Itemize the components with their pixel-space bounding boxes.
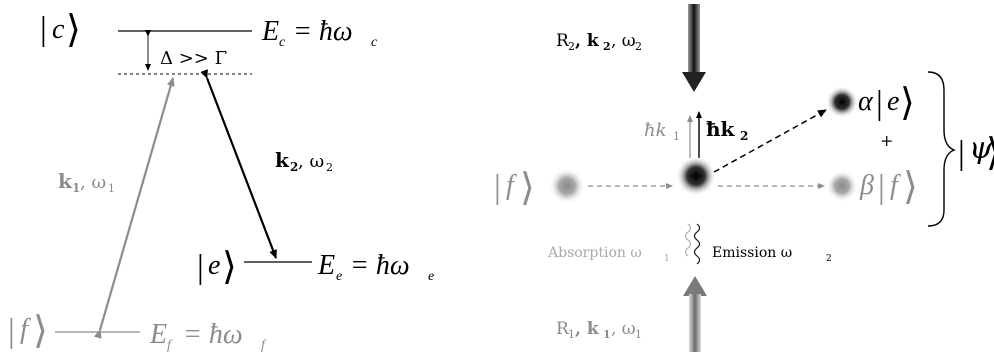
r1-k-sub: 1	[603, 328, 611, 341]
beam1-omega: , ω	[80, 172, 106, 193]
level-e: | e ⟩ E e = ħω e	[197, 244, 434, 288]
r2-k-sub: 2	[603, 40, 611, 53]
psi-ket-bar: |	[958, 135, 965, 172]
r1-R-sub: 1	[568, 328, 575, 341]
r2-label: R 2 , k 2 , ω 2	[556, 31, 642, 53]
beta-f-term: β | f ⟩	[859, 164, 918, 208]
r1-omega: , ω	[611, 319, 636, 339]
r2-k: , k	[575, 31, 600, 51]
hk2-label: ħk 2	[706, 117, 748, 143]
ket-c-label: c	[52, 14, 65, 45]
energy-f-sub: f	[167, 338, 173, 353]
beam-r1-shaft	[689, 294, 701, 352]
atom-initial-f	[549, 168, 585, 204]
energy-c-rhs: = ħω	[293, 16, 353, 47]
ket-e-left-bar: |	[197, 249, 204, 286]
absorption-squiggle	[684, 223, 692, 257]
superposition-brace	[927, 71, 956, 227]
beam2-omega-sub: 2	[326, 161, 333, 174]
dashed-arrow-to-e	[713, 109, 827, 173]
emission-text: Emission ω	[712, 245, 792, 261]
r1-k: , k	[575, 319, 600, 339]
ket-c-left-bar: |	[40, 11, 47, 48]
beam2-k-sub: 2	[290, 160, 298, 174]
beta-coef: β	[859, 170, 874, 201]
absorption-text: Absorption ω	[547, 245, 642, 261]
right-ket-f-label: f	[506, 170, 517, 201]
atom-final-e	[826, 86, 858, 118]
beam1-k-sub: 1	[72, 181, 80, 195]
beta-ket-angle: ⟩	[903, 164, 918, 208]
hk2-sub: 2	[740, 129, 748, 143]
beam-r2-shaft	[688, 4, 700, 74]
right-ket-f-angle: ⟩	[520, 165, 535, 209]
alpha-coef: α	[858, 86, 874, 117]
detuning-label: Δ >> Γ	[160, 48, 227, 69]
psi-ket-angle: ⟩	[986, 130, 994, 174]
beam-r2-head	[682, 72, 706, 92]
plus-sign: +	[880, 131, 893, 150]
beam1-label: k 1 , ω 1	[58, 169, 115, 195]
atom-center	[676, 156, 716, 196]
beam1-k: k	[58, 169, 73, 193]
psi-label: ψ	[969, 131, 993, 166]
energy-f-lhs: E	[149, 319, 167, 350]
energy-c-rhs-sub: c	[371, 35, 378, 50]
level-f: | f ⟩ E f = ħω f	[8, 308, 267, 353]
hk1-label: ħk 1	[644, 120, 680, 143]
absorption-sub: 1	[664, 254, 670, 264]
energy-e-lhs: E	[317, 250, 335, 281]
r2-R-sub: 2	[568, 40, 575, 53]
alpha-ket-bar: |	[876, 85, 883, 122]
alpha-e-term: α | e ⟩	[858, 80, 915, 124]
hk2-text: ħk	[706, 117, 736, 141]
hk1-text: ħk	[644, 120, 667, 141]
r1-R: R	[556, 319, 570, 339]
beam2-k: k	[275, 148, 290, 172]
energy-e-rhs: = ħω	[350, 250, 410, 281]
r2-R: R	[556, 31, 570, 51]
beam1-omega-sub: 1	[108, 182, 115, 195]
ket-e-label: e	[208, 250, 220, 281]
ket-f-left-bar: |	[8, 313, 15, 350]
beta-ket-bar: |	[878, 169, 885, 206]
energy-c-sub: c	[279, 35, 286, 50]
level-c: | c ⟩ E c = ħω c	[40, 7, 378, 51]
energy-c-lhs: E	[261, 16, 279, 47]
ket-f-label: f	[20, 314, 31, 345]
emission-sub: 2	[826, 254, 832, 264]
atom-final-f	[826, 170, 858, 202]
absorption-label: Absorption ω 1	[547, 245, 670, 264]
energy-e-sub: e	[336, 269, 342, 284]
right-ket-f: | f ⟩	[494, 165, 535, 209]
ket-e-angle: ⟩	[222, 244, 237, 288]
emission-squiggle	[693, 223, 701, 265]
ket-f-angle: ⟩	[33, 308, 48, 352]
alpha-ket-angle: ⟩	[900, 80, 915, 124]
beam-r1-head	[683, 276, 707, 296]
r2-omega: , ω	[611, 31, 636, 51]
transition-arrow-k2	[200, 69, 278, 259]
r1-omega-sub: 1	[635, 328, 642, 341]
energy-f-rhs-sub: f	[261, 338, 267, 353]
transition-arrow-k1	[93, 77, 175, 339]
energy-f-rhs: = ħω	[183, 319, 243, 350]
alpha-ket-label: e	[887, 86, 899, 117]
emission-label: Emission ω 2	[712, 245, 832, 264]
psi-ket: | ψ ⟩	[958, 130, 994, 174]
r1-label: R 1 , k 1 , ω 1	[556, 319, 642, 341]
r2-omega-sub: 2	[635, 40, 642, 53]
right-ket-f-bar: |	[494, 169, 501, 206]
hk1-sub: 1	[673, 130, 680, 143]
beam2-label: k 2 , ω 2	[275, 148, 333, 174]
beam2-omega: , ω	[298, 151, 324, 172]
beta-ket-label: f	[890, 170, 901, 201]
ket-c-angle: ⟩	[66, 7, 81, 51]
energy-e-rhs-sub: e	[428, 269, 434, 284]
